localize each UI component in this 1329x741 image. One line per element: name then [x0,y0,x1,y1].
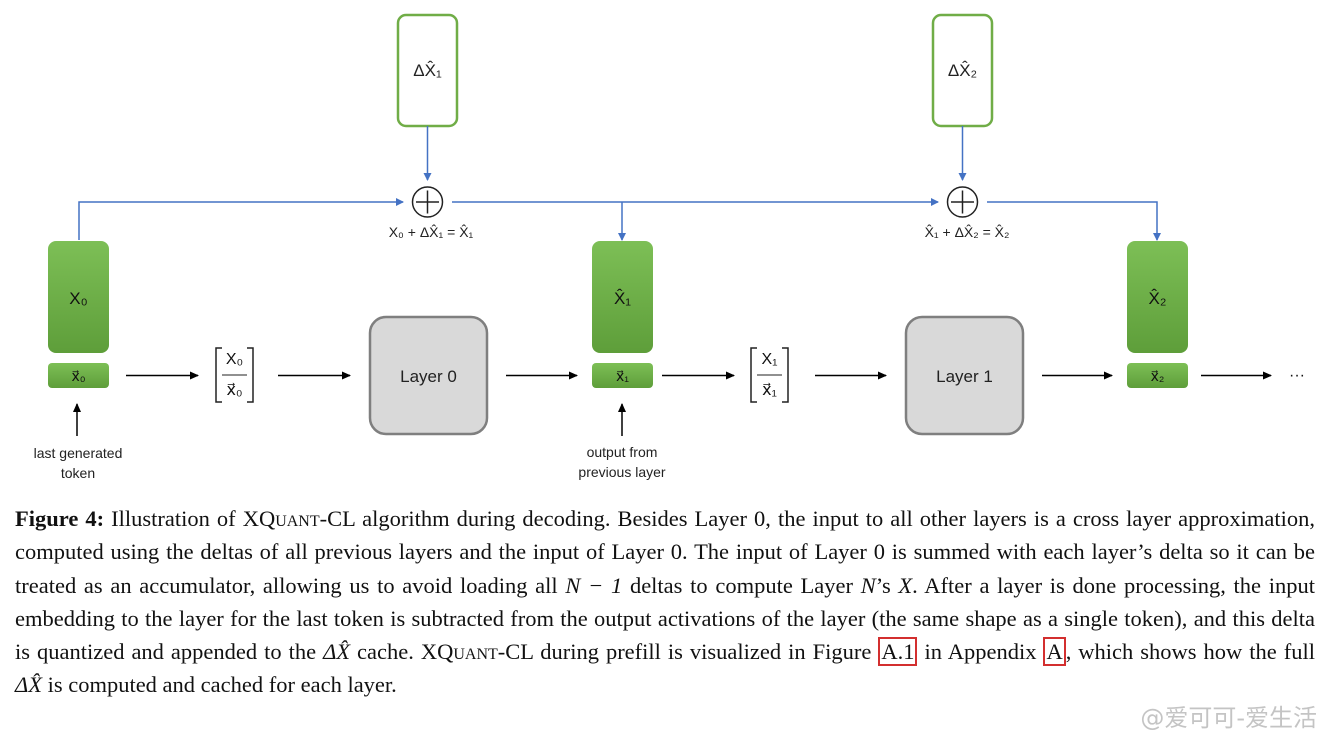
caption-text: during prefill is visualized in Figure [533,639,879,665]
cache-block-x1 [592,241,653,353]
cache-block-x2 [1127,241,1188,353]
token-block-0 [48,363,109,388]
prev-layer-label-line1: output from [587,444,658,460]
delta-box-2-label: ΔX̂₂ [948,60,977,80]
math-n-minus-1: N − 1 [565,572,623,598]
layer-1-label: Layer 1 [936,367,993,386]
caption-text: in Appendix [917,639,1044,665]
math-delta-x: ΔX̂ [323,639,351,665]
math-delta-x: ΔX̂ [15,672,42,698]
method-name-suffix: -CL [497,639,534,665]
cache-block-x1-label: X̂₁ [614,288,631,308]
token-block-0-label: x⃗₀ [71,368,85,384]
layer-0-label: Layer 0 [400,367,457,386]
token-block-2-label: x⃗₂ [1151,368,1165,384]
caption-text: ’s [875,572,899,598]
last-token-label-line1: last generated [34,445,123,461]
method-name-quant: Quant [437,639,498,665]
caption-text: . After a layer is done processing, the … [15,572,1315,665]
stacked-input-0 [215,347,254,403]
figure-label: Figure 4: [15,506,105,531]
stacked-input-1-bottom: x⃗₁ [762,382,777,399]
math-x: X [898,572,913,598]
layer-1-box [904,315,1025,436]
token-block-1 [592,363,653,388]
sum-label-1: X₀ + ΔX̂₁ = X̂₁ [389,224,474,240]
caption-text: algorithm during decoding. Besides Layer… [15,506,1316,598]
stacked-input-0-bottom: x⃗₀ [226,382,242,399]
stacked-input-1-top: X₁ [761,351,777,368]
method-name: XQuant-CL [243,506,355,531]
figure-ref-link[interactable]: A.1 [878,637,918,667]
flow-arrows [73,371,1272,436]
method-name-x: X [420,639,438,665]
method-name-x: X [242,506,259,531]
cache-block-x0-label: X₀ [69,289,87,308]
continuation-ellipsis: ··· [1289,367,1305,384]
method-name-suffix: -CL [319,506,356,531]
last-token-label-line2: token [61,465,95,481]
token-block-2 [1127,363,1188,388]
cache-block-x2-label: X̂₂ [1149,288,1167,308]
figure-caption: Figure 4: Illustration of XQuant-CL algo… [15,502,1315,702]
token-block-1-label: x⃗₁ [616,368,629,384]
cache-block-x0 [48,241,109,353]
accumulator-arrows [78,126,1161,241]
stacked-input-1 [750,347,789,403]
diagram-canvas: ΔX̂₁ ΔX̂₂ X₀ + ΔX̂₁ = X̂₁ X̂₁ + ΔX̂₂ = X… [34,13,1305,481]
delta-box-1-label: ΔX̂₁ [413,60,442,80]
watermark: @爱可可-爱生活 [1140,704,1317,732]
stacked-input-0-top: X₀ [226,351,243,368]
caption-text: is computed and cached for each layer. [41,672,397,698]
caption-text: Illustration of [111,506,243,531]
caption-text: , which shows how the full [1065,639,1315,665]
appendix-ref-link[interactable]: A [1043,637,1066,667]
layer-0-box [368,315,489,436]
caption-text: cache. [350,639,421,665]
math-n: N [860,572,876,598]
prev-layer-label-line2: previous layer [578,464,665,480]
sum-node-2 [946,186,979,218]
method-name: XQuant-CL [421,639,533,664]
sum-label-2: X̂₁ + ΔX̂₂ = X̂₂ [925,224,1010,240]
method-name-quant: Quant [258,506,320,531]
sum-node-1 [411,186,444,218]
caption-text: deltas to compute Layer [622,572,861,598]
